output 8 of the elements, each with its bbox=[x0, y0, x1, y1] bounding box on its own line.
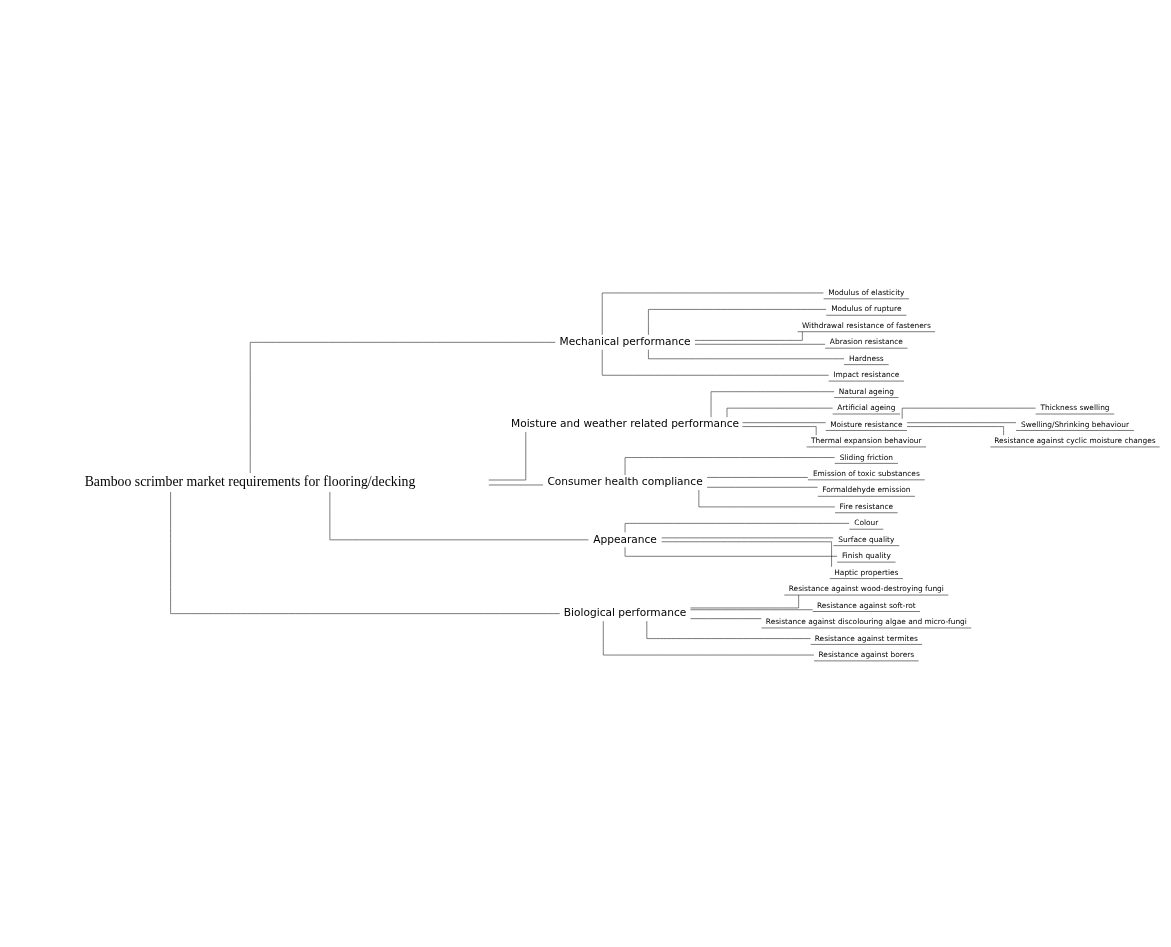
node-text: Appearance bbox=[593, 531, 657, 545]
node-text: Biological performance bbox=[563, 605, 687, 619]
connector bbox=[624, 546, 838, 557]
connector bbox=[661, 541, 832, 567]
node-text: Bamboo scrimber market requirements for flooring/decking bbox=[84, 473, 416, 489]
node-text: Consumer health compliance bbox=[547, 474, 703, 488]
node-text: Mechanical performance bbox=[559, 334, 691, 348]
node-text: Moisture and weather related performance bbox=[511, 416, 740, 430]
